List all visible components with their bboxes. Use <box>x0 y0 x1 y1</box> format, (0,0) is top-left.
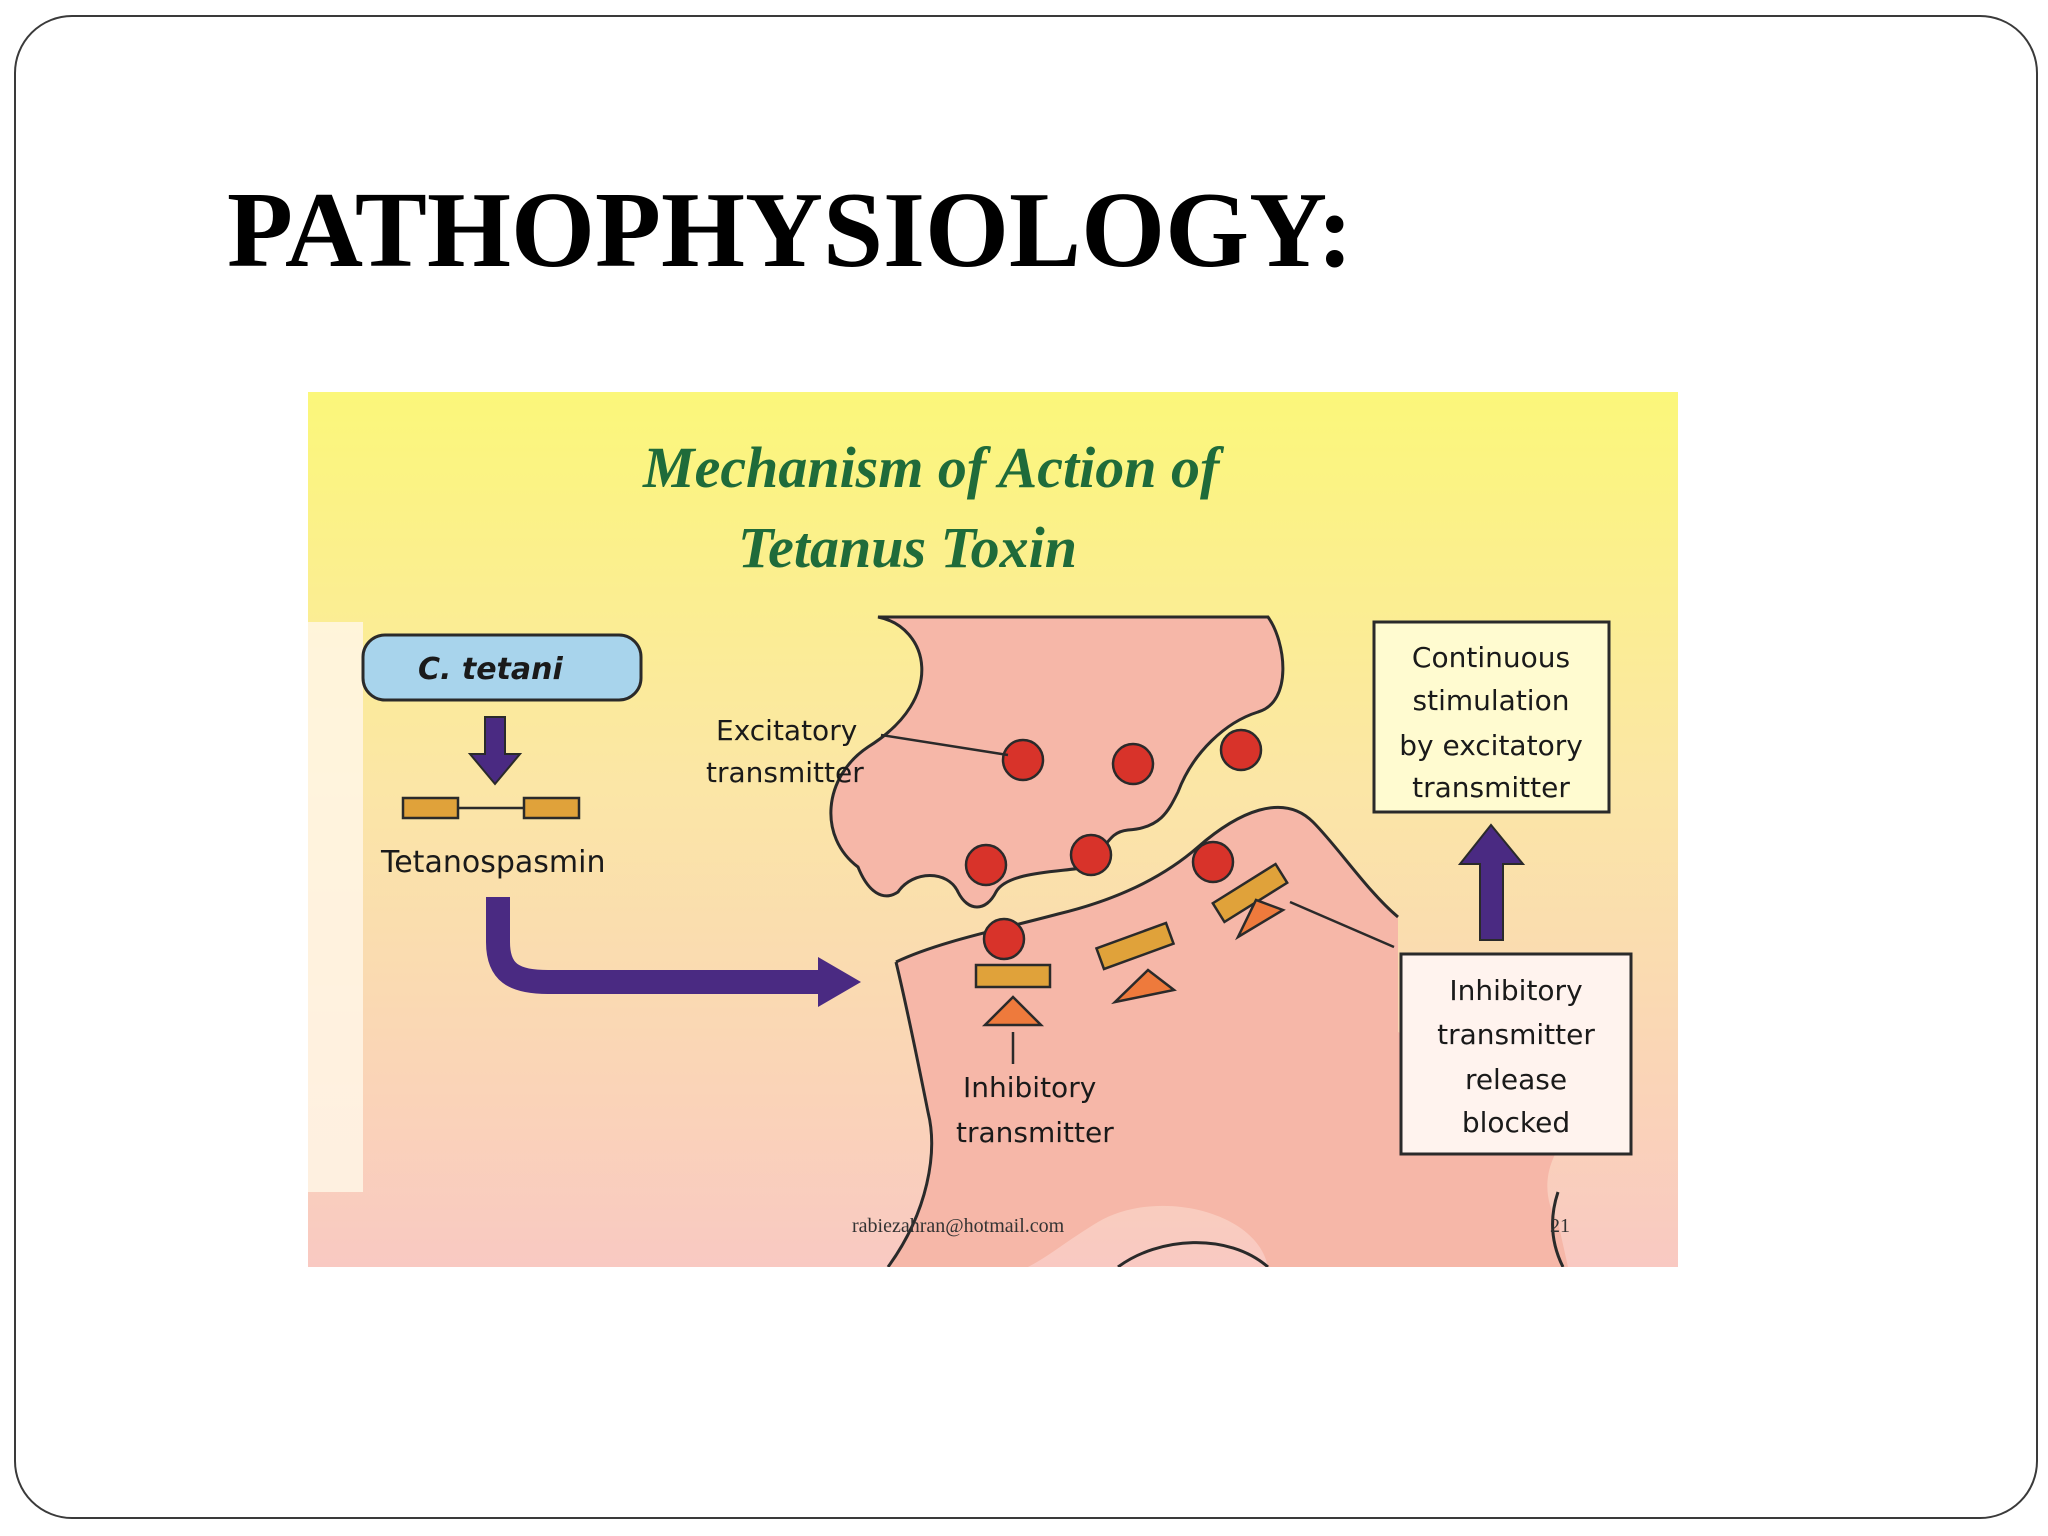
tetanospasmin-label: Tetanospasmin <box>380 845 605 880</box>
figure-title-line2: Tetanus Toxin <box>738 515 1077 580</box>
postsynaptic-lower-curve <box>1117 1241 1269 1267</box>
inhibitory-transmitter-triangle <box>1111 968 1177 1005</box>
blocked-line: release <box>1465 1063 1567 1096</box>
down-arrow <box>467 716 523 786</box>
vesicle <box>982 917 1026 961</box>
continuous-line: by excitatory <box>1399 729 1583 762</box>
toxin-bar <box>974 963 1052 989</box>
inhibitory-label-line1: Inhibitory <box>963 1071 1096 1104</box>
blocked-line: blocked <box>1462 1106 1570 1139</box>
continuous-line: Continuous <box>1412 641 1570 674</box>
continuous-line: stimulation <box>1413 684 1570 717</box>
tetanus-toxin-diagram: Mechanism of Action of Tetanus Toxin <box>308 392 1678 1267</box>
postsynaptic-left-edge <box>886 961 934 1267</box>
continuous-line: transmitter <box>1412 771 1570 804</box>
tetanospasmin-bar-right <box>522 796 581 820</box>
slide-title: PATHOPHYSIOLOGY: <box>227 171 1354 290</box>
vesicle <box>964 843 1008 887</box>
vesicle <box>1191 840 1235 884</box>
release-blocked-box <box>1399 952 1633 1156</box>
excitatory-label-line2: transmitter <box>706 756 864 789</box>
up-arrow <box>1457 823 1526 941</box>
c-tetani-label: C. tetani <box>418 652 563 687</box>
c-tetani-box <box>361 633 643 702</box>
toxin-bar <box>1094 921 1176 971</box>
inhibitory-label-line2: transmitter <box>956 1116 1114 1149</box>
blocked-line: transmitter <box>1437 1018 1595 1051</box>
inhibitory-transmitter-triangle <box>981 995 1045 1027</box>
continuous-stimulation-box <box>1372 620 1611 814</box>
vesicle <box>1219 728 1263 772</box>
vesicle <box>1111 742 1155 786</box>
excitatory-leader-line <box>880 733 1009 757</box>
vesicle <box>1001 738 1045 782</box>
excitatory-label-line1: Excitatory <box>716 714 857 747</box>
footer-email: rabiezahran@hotmail.com <box>852 1215 1065 1237</box>
presynaptic-neuron <box>829 615 1285 909</box>
curved-arrow-head <box>818 957 861 1007</box>
blocked-line: Inhibitory <box>1449 974 1582 1007</box>
curved-arrow-to-synapse <box>486 897 823 994</box>
figure-title-line1: Mechanism of Action of <box>642 435 1225 500</box>
figure-left-band <box>308 622 363 1192</box>
vesicle <box>1069 833 1113 877</box>
inhibitory-transmitter-triangle <box>1235 898 1286 941</box>
slide-frame: PATHOPHYSIOLOGY: Mechanism of Action of … <box>14 15 2038 1519</box>
blocked-leader-line <box>1289 900 1395 949</box>
footer-page-number: 21 <box>1550 1215 1570 1237</box>
tetanospasmin-bar-left <box>401 796 460 820</box>
